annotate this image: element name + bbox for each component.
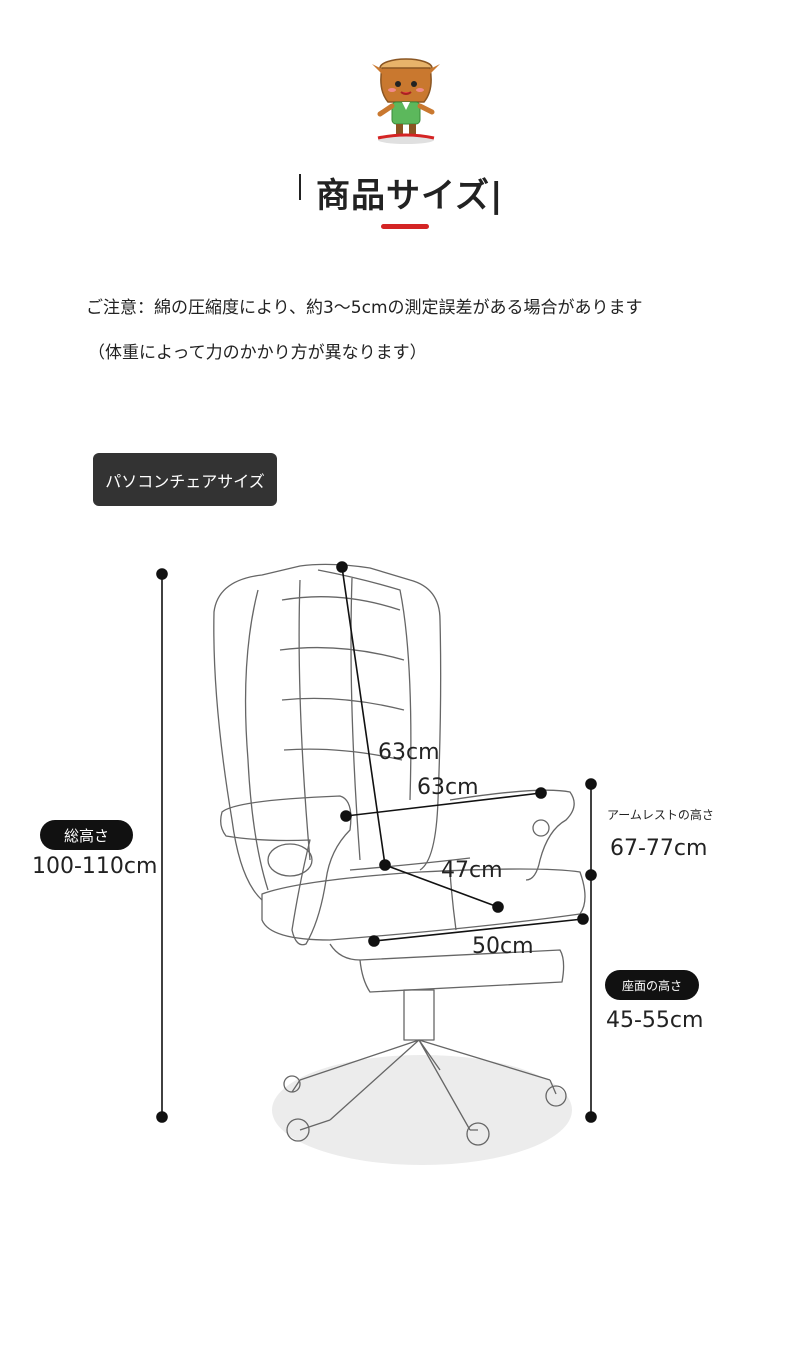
total-height-bottom-dot [156,1111,168,1123]
chair-illustration [213,563,586,1165]
backrest-top-dot [336,561,348,573]
seat-height-value: 45-55cm [606,1008,704,1033]
armrest-height-label: アームレストの高さ [607,808,714,822]
section-header: 商品サイズ| [296,164,526,216]
title-left-bar [299,174,301,200]
section-tag: パソコンチェアサイズ [93,453,277,506]
seat-width-left-dot [368,935,380,947]
mascot-logo [372,58,440,144]
armrest-span-value: 63cm [417,775,479,800]
backrest-height-value: 63cm [378,740,440,765]
armrest-span-line [345,792,542,817]
notice-line-1: ご注意：綿の圧縮度により、約3～5cmの測定誤差がある場合があります [86,298,643,318]
seat-height-label: 座面の高さ [605,970,699,1000]
total-height-value: 100-110cm [32,854,158,879]
armrest-height-value: 67-77cm [610,836,708,861]
notice-line-2: （体重によって力のかかり方が異なります） [88,343,427,363]
seat-depth-value: 47cm [441,858,503,883]
armrest-span-left-dot [340,810,352,822]
seat-depth-end-dot [492,901,504,913]
seat-width-value: 50cm [472,934,534,959]
total-height-label: 総高さ [40,820,133,850]
seat-width-right-dot [577,913,589,925]
title-underline [381,224,429,229]
seat-depth-line [384,864,499,908]
armrest-span-right-dot [535,787,547,799]
armrest-height-top-dot [585,778,597,790]
page-title: 商品サイズ| [316,176,504,216]
backrest-height-line [341,566,386,866]
total-height-top-dot [156,568,168,580]
seat-width-line [373,918,584,942]
seat-height-bottom-dot [585,1111,597,1123]
